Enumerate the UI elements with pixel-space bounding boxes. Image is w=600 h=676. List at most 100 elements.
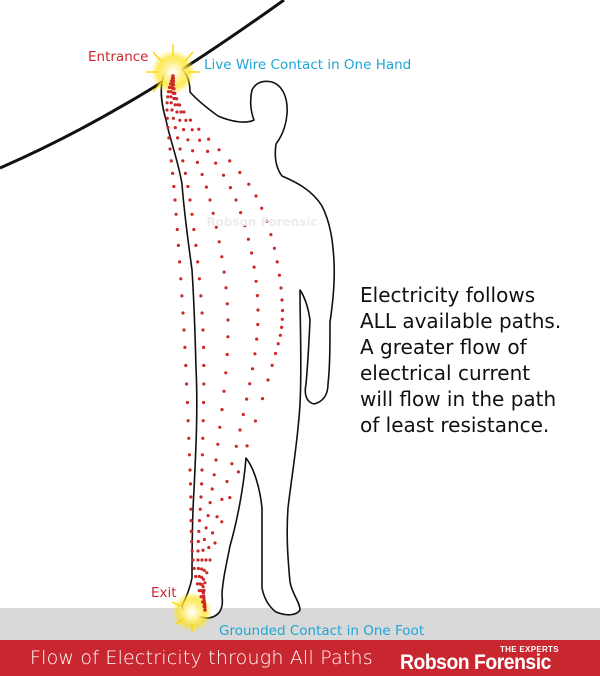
current-dot (178, 103, 182, 107)
current-dot (198, 138, 202, 142)
current-dot (218, 425, 222, 429)
explanation-line: A greater flow of (360, 335, 527, 359)
current-dot (234, 444, 238, 448)
current-dot (188, 468, 192, 472)
current-dot (172, 184, 176, 189)
current-dot (190, 128, 194, 132)
current-dot (196, 539, 200, 544)
current-dot (175, 97, 179, 101)
grounded-contact-label: Grounded Contact in One Foot (219, 623, 424, 639)
current-dot (175, 110, 179, 114)
current-dot (220, 255, 224, 259)
current-dot (165, 116, 169, 120)
current-dot (176, 243, 180, 247)
current-dot (201, 419, 205, 423)
current-dot (200, 172, 204, 177)
current-dot (172, 87, 176, 91)
current-dot (173, 126, 177, 130)
current-dot (165, 101, 169, 105)
current-dot (208, 501, 212, 505)
footer-caption: Flow of Electricity through All Paths (30, 647, 373, 669)
current-dot (280, 308, 285, 313)
current-dot (178, 147, 182, 151)
current-dot (253, 352, 257, 356)
current-dot (260, 206, 264, 210)
current-dot (203, 605, 207, 609)
current-dot (205, 571, 209, 575)
current-dot (272, 246, 276, 250)
current-dot (255, 294, 259, 298)
explanation-line: ALL available paths. (360, 309, 562, 333)
current-dot (197, 574, 201, 579)
current-dot (188, 482, 193, 486)
current-dot (265, 219, 269, 223)
current-dot (207, 137, 211, 141)
current-dot (197, 529, 201, 534)
current-dot (236, 470, 240, 474)
ground-strip (0, 608, 600, 640)
current-dot (173, 103, 177, 107)
current-dot (197, 519, 202, 523)
current-dot (222, 270, 226, 274)
current-dot (243, 224, 247, 228)
current-dot (190, 539, 194, 544)
current-dot (238, 170, 242, 175)
current-dot (171, 76, 175, 80)
current-dot (184, 363, 188, 368)
current-dot (187, 436, 191, 440)
current-dot (234, 198, 238, 202)
current-dot (183, 345, 187, 349)
current-dot (275, 260, 279, 264)
current-dot (179, 110, 183, 114)
current-dot (217, 240, 221, 244)
current-dot (171, 116, 175, 120)
current-dot (171, 74, 175, 78)
current-dot (276, 342, 280, 346)
current-dot (173, 198, 177, 202)
current-dot (169, 101, 173, 105)
current-dot (225, 302, 229, 306)
current-dot (202, 588, 206, 593)
current-dot (192, 566, 196, 571)
current-dot (200, 575, 204, 579)
current-dot (214, 161, 218, 165)
current-dot (202, 400, 206, 405)
current-dot (230, 462, 234, 466)
current-dot (182, 128, 186, 132)
current-dot (173, 91, 177, 95)
current-dot (204, 558, 208, 562)
current-dot (256, 308, 260, 312)
current-dot (245, 397, 249, 401)
current-dot (189, 495, 193, 499)
current-dot (220, 497, 224, 501)
current-dot (187, 453, 191, 457)
person-silhouette (160, 65, 336, 619)
entrance-glow (151, 50, 195, 94)
current-dot (202, 382, 206, 386)
current-dot (228, 186, 232, 190)
brand-logo: Robson Forensic (400, 651, 551, 674)
current-dot (195, 582, 199, 586)
current-dot (214, 225, 218, 229)
live-contact-label: Live Wire Contact in One Hand (204, 57, 411, 73)
current-dot (166, 95, 170, 99)
current-dot (165, 108, 169, 112)
current-dot (200, 453, 204, 457)
current-dot (194, 243, 198, 247)
current-dot (222, 389, 226, 393)
current-dot (200, 567, 204, 571)
current-dot (204, 185, 208, 189)
current-dot (216, 442, 220, 446)
current-dot (213, 541, 217, 545)
current-dot (280, 325, 284, 329)
current-dot (253, 419, 257, 423)
current-dot (241, 412, 245, 417)
current-dot (190, 549, 194, 553)
current-dot (178, 260, 182, 264)
current-dot (176, 136, 180, 140)
current-dot (277, 273, 281, 277)
current-dot (188, 118, 192, 122)
current-dot (201, 328, 205, 332)
current-dot (225, 352, 229, 357)
current-dot (254, 279, 258, 283)
